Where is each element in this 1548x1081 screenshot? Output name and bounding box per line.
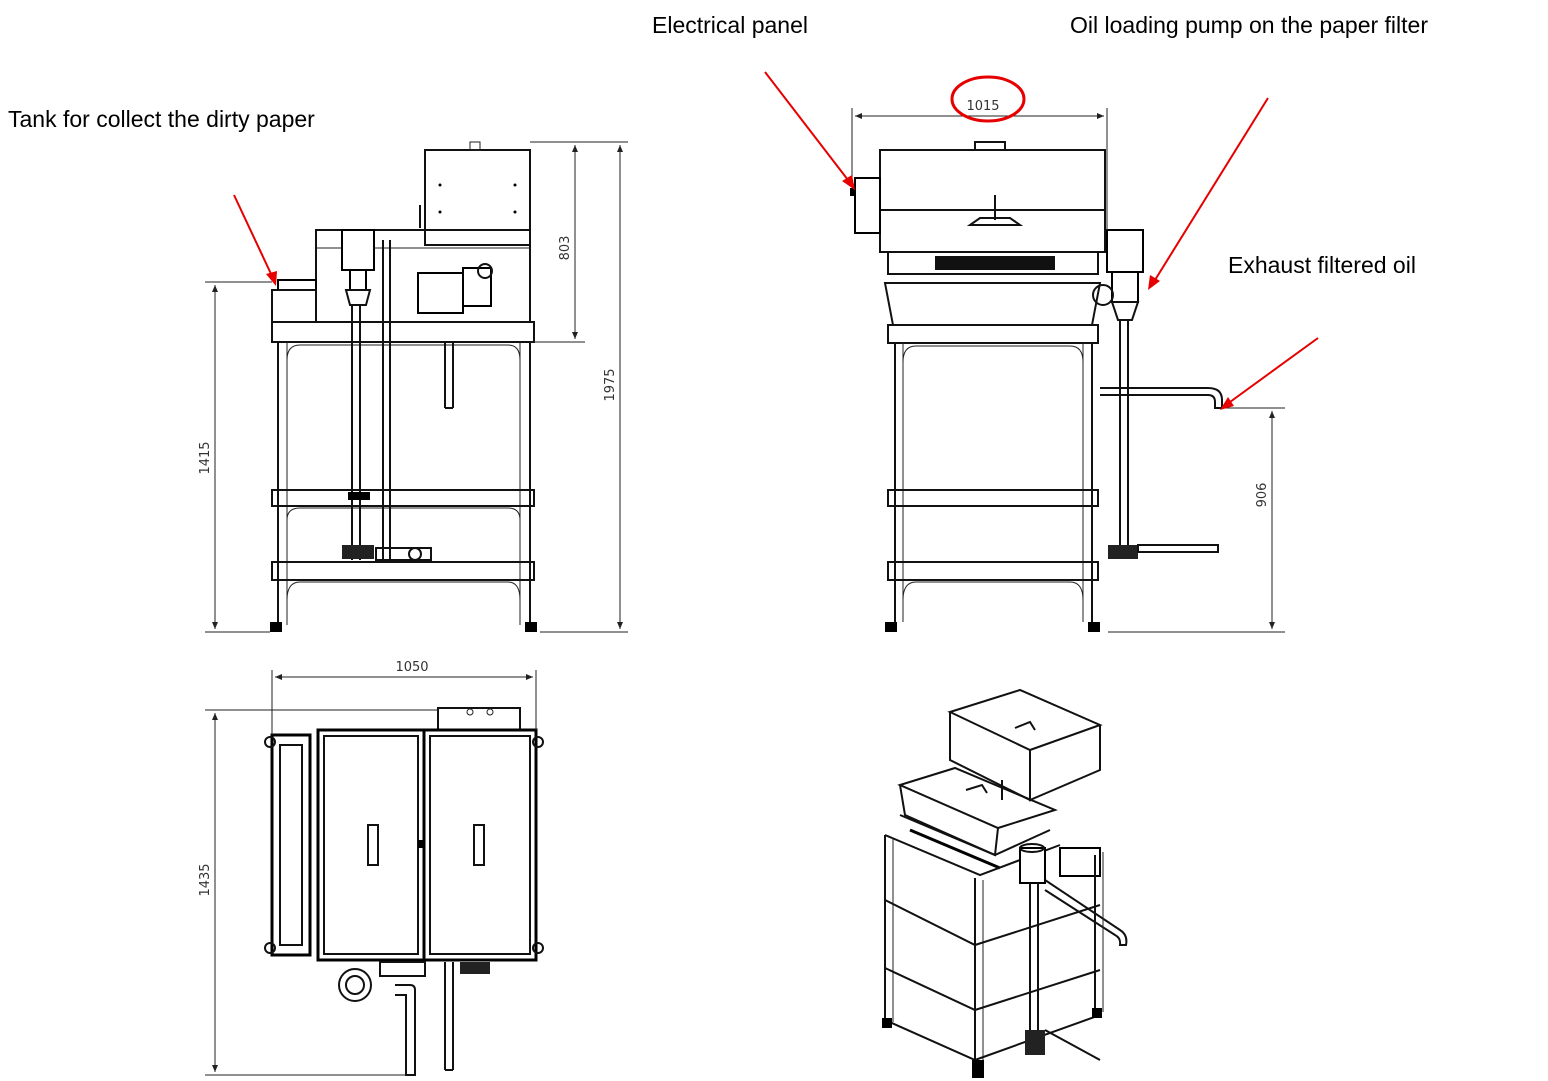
- arrow-electrical-panel: [764, 71, 849, 181]
- highlight-circle: [950, 75, 1026, 123]
- dim-1015: 1015: [966, 99, 999, 114]
- callout-tank-label: Tank for collect the dirty paper: [8, 106, 315, 132]
- side-view-dimensions: 803 1975 1415: [198, 141, 628, 633]
- front-view-dimensions: 1015 906: [851, 75, 1285, 633]
- side-view: [270, 141, 537, 632]
- callout-arrows: [233, 71, 1319, 410]
- callout-electrical-panel-label: Electrical panel: [652, 12, 808, 38]
- isometric-view: [882, 688, 1128, 1078]
- front-view: [850, 141, 1223, 632]
- top-view-dimensions: 1050 1435: [198, 660, 537, 1076]
- arrow-exhaust: [1229, 337, 1319, 403]
- callout-exhaust-label: Exhaust filtered oil: [1228, 252, 1416, 278]
- dim-1415: 1415: [198, 441, 213, 474]
- arrow-tank: [233, 194, 273, 277]
- dim-1435: 1435: [198, 863, 213, 896]
- top-view: [264, 707, 544, 1076]
- callout-pump-label: Oil loading pump on the paper filter: [1070, 12, 1428, 38]
- dim-906: 906: [1255, 483, 1270, 508]
- arrow-pump: [1154, 97, 1269, 281]
- dim-1975: 1975: [603, 368, 618, 401]
- dim-1050: 1050: [395, 660, 428, 675]
- dim-803: 803: [558, 236, 573, 261]
